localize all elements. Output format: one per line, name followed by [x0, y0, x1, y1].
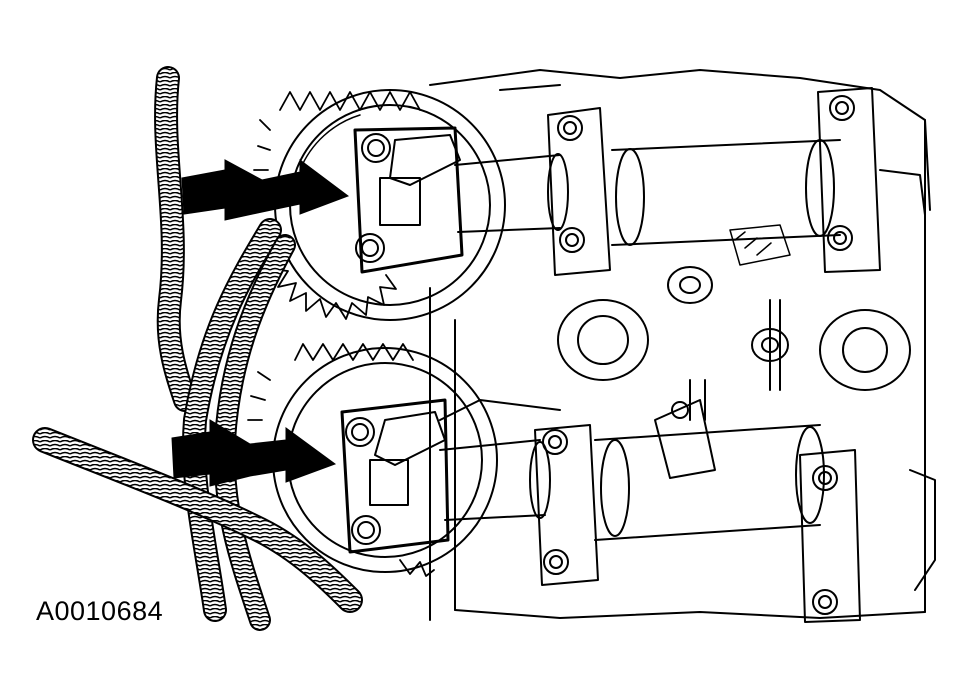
upper-camshaft-sprocket [253, 89, 506, 321]
lower-sprocket-teeth [247, 343, 435, 577]
upper-camshaft [454, 139, 841, 246]
lower-camshaft [439, 399, 825, 541]
lower-bearing-cap-2 [799, 449, 861, 623]
upper-bracket-bolt-top [361, 133, 391, 163]
upper-bearing-cap-1 [547, 107, 611, 276]
upper-bracket-bolt-bottom [355, 233, 385, 263]
lower-bracket-bolt-top [345, 417, 375, 447]
upper-bearing-cap-2 [817, 87, 881, 273]
callout-arrow-lower [171, 419, 337, 487]
valve-train-center [557, 224, 911, 421]
figure-id-label: A0010684 [36, 596, 164, 626]
lower-bearing-cap-1 [534, 424, 599, 586]
lower-bracket-bolt-bottom [351, 515, 381, 545]
callout-arrow-upper [181, 159, 350, 221]
cylinder-head-outline [429, 69, 936, 621]
upper-sensor-bracket [353, 126, 464, 274]
lower-sensor-bracket [340, 398, 450, 554]
